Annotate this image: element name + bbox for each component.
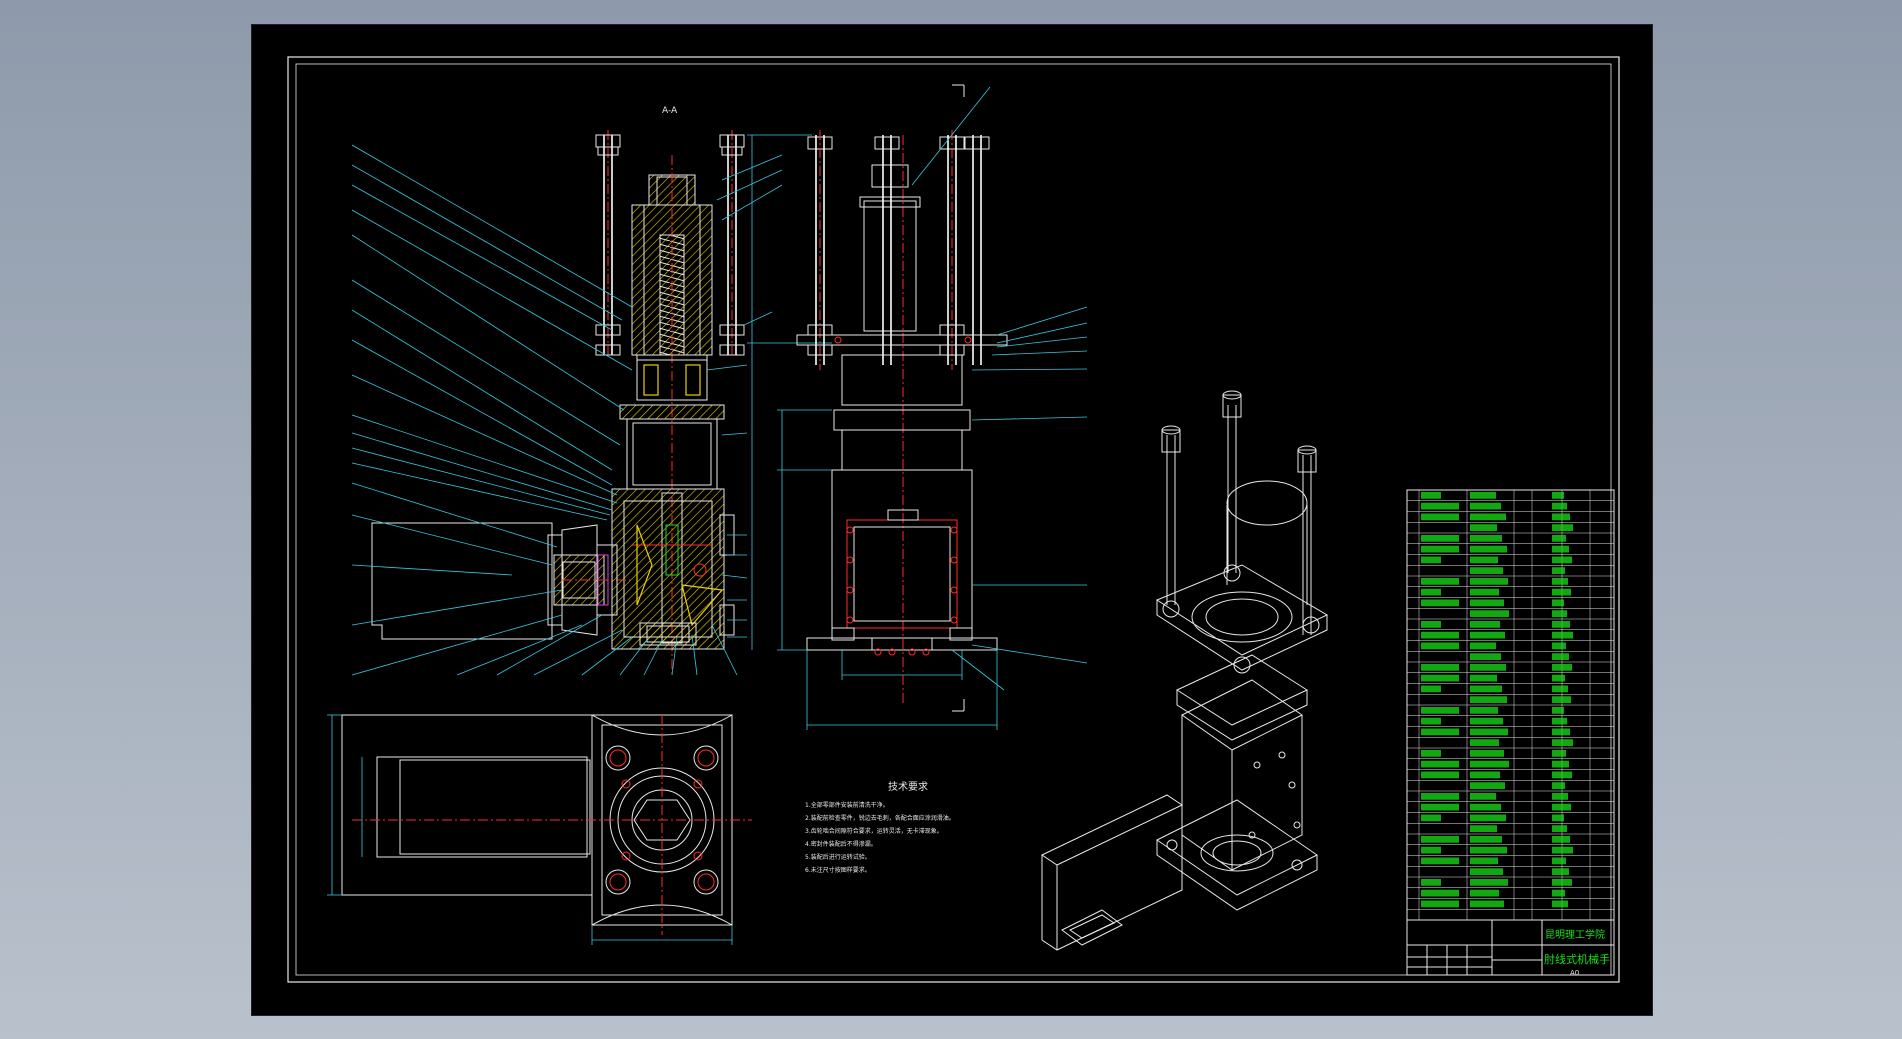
drawing-canvas: A-A [287, 56, 1620, 983]
tech-req-line-5: 5.装配后进行运转试验。 [805, 853, 871, 861]
tech-req-line-4: 4.密封件装配后不得渗漏。 [805, 840, 877, 848]
section-view: A-A [351, 106, 832, 676]
tech-req-line-6: 6.未注尺寸按图样要求。 [805, 866, 871, 874]
parts-list [1406, 489, 1615, 921]
front-view [747, 84, 1088, 730]
tech-req-line-2: 2.装配前检查零件，锐边去毛刺，各配合面应涂润滑油。 [805, 814, 955, 822]
tech-req-title: 技术要求 [888, 780, 928, 793]
school-name: 昆明理工学院 [1545, 928, 1605, 941]
tech-req-line-3: 3.齿轮啮合间隙符合要求，运转灵活，无卡滞现象。 [805, 827, 943, 835]
tech-req-line-1: 1.全部零部件安装前清洗干净。 [805, 801, 889, 809]
inner-frame [295, 63, 1612, 976]
drawing-sheet: A-A [251, 24, 1653, 1016]
svg-text:A-A: A-A [662, 106, 678, 116]
top-view [327, 714, 752, 945]
title-block: 昆明理工学院 肘线式机械手 A0 [1406, 919, 1615, 977]
technical-requirements: 技术要求 1.全部零部件安装前清洗干净。 2.装配前检查零件，锐边去毛刺，各配合… [805, 780, 955, 874]
sheet-size: A0 [1570, 969, 1579, 977]
outer-frame [287, 56, 1620, 983]
drawing-title: 肘线式机械手 [1544, 952, 1610, 966]
isometric-view [1040, 390, 1329, 951]
